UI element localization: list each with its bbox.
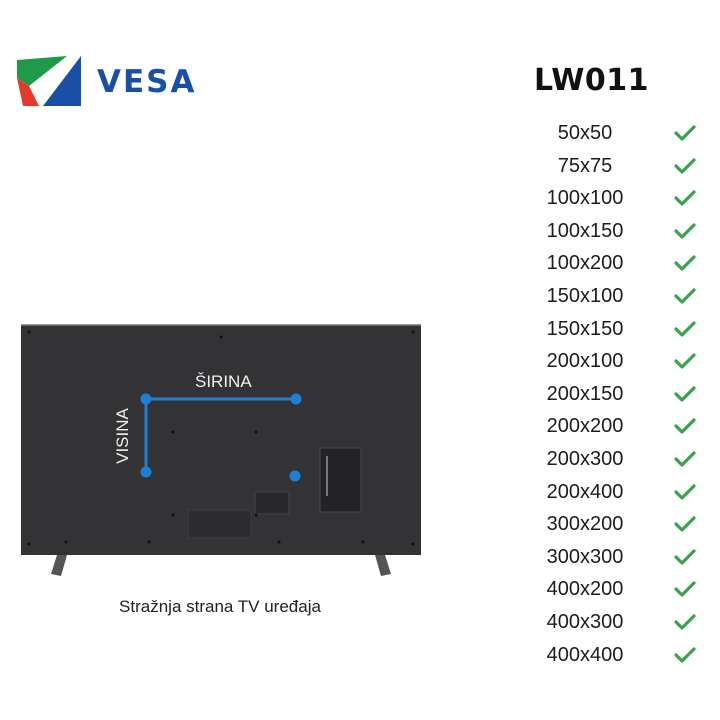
check-icon	[674, 125, 696, 141]
compat-row: 150x100	[520, 281, 710, 314]
compat-row: 400x200	[520, 574, 710, 607]
compat-row: 200x200	[520, 411, 710, 444]
compat-row: 150x150	[520, 314, 710, 347]
mount-size: 150x150	[546, 317, 624, 340]
tv-back-illustration: ŠIRINA VISINA	[21, 324, 421, 576]
compat-row: 100x200	[520, 248, 710, 281]
check-icon	[674, 190, 696, 206]
compat-row: 400x300	[520, 607, 710, 640]
check-icon	[674, 288, 696, 304]
compat-row: 75x75	[520, 151, 710, 184]
vesa-logo: VESA	[17, 56, 197, 108]
compat-row: 400x400	[520, 640, 710, 673]
mount-size: 200x300	[546, 447, 624, 470]
mount-size: 100x150	[546, 219, 624, 242]
check-icon	[674, 386, 696, 402]
compat-row: 200x150	[520, 379, 710, 412]
compat-row: 300x300	[520, 542, 710, 575]
compat-row: 50x50	[520, 118, 710, 151]
mount-size: 400x200	[546, 578, 624, 601]
model-title: LW011	[534, 63, 649, 98]
check-icon	[674, 483, 696, 500]
check-icon	[674, 223, 696, 239]
mount-size: 50x50	[557, 122, 613, 144]
vesa-emblem-icon	[17, 56, 81, 108]
mount-size: 200x200	[546, 415, 624, 438]
compat-row: 200x300	[520, 444, 710, 477]
vesa-logo-text: VESA	[97, 63, 197, 100]
check-icon	[674, 353, 696, 369]
mount-size: 400x400	[546, 643, 624, 666]
mount-size: 200x100	[546, 350, 624, 373]
vesa-compat-list: 50x50 75x75 100x100 100x150 100x200 150x100 15…	[520, 118, 710, 672]
check-icon	[674, 549, 696, 565]
mount-size: 100x100	[546, 187, 624, 210]
mount-size: 200x150	[546, 382, 624, 405]
tv-caption: Stražnja strana TV uređaja	[119, 597, 321, 616]
compat-row: 300x200	[520, 509, 710, 542]
compat-row: 100x100	[520, 183, 710, 216]
mount-size: 75x75	[557, 154, 613, 177]
check-icon	[674, 418, 696, 434]
check-icon	[674, 581, 696, 597]
check-icon	[674, 451, 696, 467]
compat-row: 200x100	[520, 346, 710, 379]
check-icon	[674, 320, 696, 337]
check-icon	[674, 516, 696, 532]
compat-row: 100x150	[520, 216, 710, 249]
width-label: ŠIRINA	[195, 372, 252, 391]
mount-size: 200x400	[546, 480, 624, 503]
check-icon	[674, 614, 696, 630]
mount-size: 150x100	[546, 284, 624, 307]
compat-row: 200x400	[520, 477, 710, 510]
check-icon	[674, 255, 696, 271]
height-label: VISINA	[112, 408, 132, 464]
check-icon	[674, 157, 696, 174]
mount-size: 300x200	[546, 513, 624, 536]
mount-size: 100x200	[546, 252, 624, 275]
mount-size: 400x300	[546, 610, 624, 633]
mount-size: 300x300	[546, 545, 624, 568]
check-icon	[674, 646, 696, 663]
